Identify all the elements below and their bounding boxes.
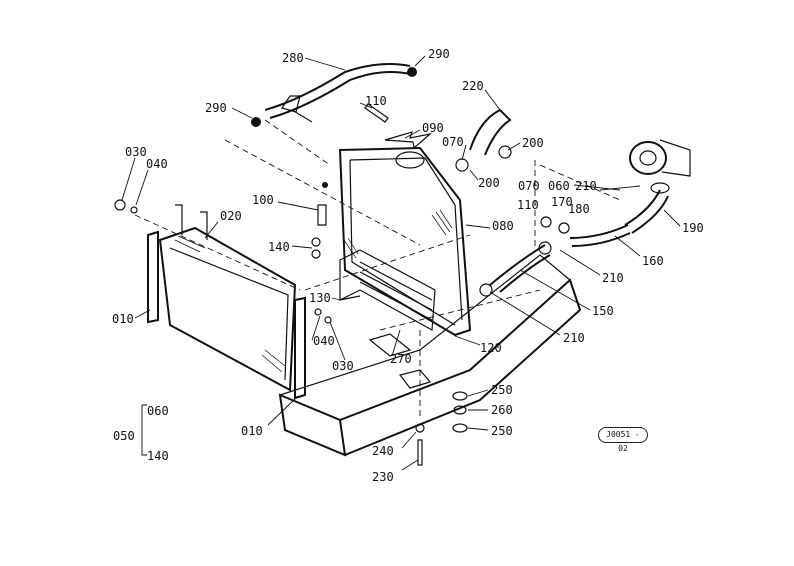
label-140: 140: [268, 240, 290, 254]
label-270: 270: [390, 352, 412, 366]
grommet-140: [311, 249, 321, 259]
label-210-top: 210: [575, 179, 597, 193]
side-plate-010-left: [147, 230, 159, 324]
label-110-top: 110: [365, 94, 387, 108]
label-150: 150: [592, 304, 614, 318]
clamp-070: [455, 158, 469, 172]
label-200-lower: 200: [478, 176, 500, 190]
hose-160: [569, 224, 629, 239]
label-030-left: 030: [125, 145, 147, 159]
label-190: 190: [682, 221, 704, 235]
label-070-mid: 070: [518, 179, 540, 193]
label-040-mid: 040: [313, 334, 335, 348]
arrow-090: [384, 131, 433, 150]
label-180: 180: [568, 202, 590, 216]
clamp-290-right: [407, 67, 417, 77]
clamp-200: [498, 145, 512, 159]
washer-040: [130, 206, 138, 214]
clamp-210-mid: [538, 241, 552, 255]
label-010-lower: 010: [241, 424, 263, 438]
bracket-100: [317, 204, 327, 226]
water-pump-housing: [629, 139, 691, 177]
label-210-lower: 210: [563, 331, 585, 345]
label-220: 220: [462, 79, 484, 93]
label-250-lower: 250: [491, 424, 513, 438]
label-130: 130: [309, 291, 331, 305]
clamp-170: [540, 216, 552, 228]
leader-lines: [121, 55, 681, 471]
bracket-270: [368, 333, 412, 357]
hose-220: [469, 108, 512, 156]
label-030-mid: 030: [332, 359, 354, 373]
collar-260: [453, 405, 467, 415]
label-110-mid: 110: [517, 198, 539, 212]
clamp-210-lower: [479, 283, 493, 297]
label-210-mid: 210: [602, 271, 624, 285]
washer-240: [415, 423, 425, 433]
label-230: 230: [372, 470, 394, 484]
label-200-right: 200: [522, 136, 544, 150]
hose-150: [489, 244, 546, 286]
label-290-right: 290: [428, 47, 450, 61]
side-plate-010-right: [294, 296, 306, 400]
bolt-030: [114, 199, 126, 211]
cushion-250-lower: [452, 423, 468, 433]
label-120: 120: [480, 341, 502, 355]
catalog-code-badge: J0051 - 02: [598, 427, 648, 453]
label-040-left: 040: [146, 157, 168, 171]
label-170: 170: [551, 195, 573, 209]
label-290-left: 290: [205, 101, 227, 115]
clamp-180: [558, 222, 570, 234]
label-240: 240: [372, 444, 394, 458]
label-160: 160: [642, 254, 664, 268]
bolt-130: [339, 295, 361, 301]
label-100: 100: [252, 193, 274, 207]
label-090: 090: [422, 121, 444, 135]
label-050: 050: [113, 429, 135, 443]
clamp-210-top: [650, 182, 670, 194]
label-070-top: 070: [442, 135, 464, 149]
oil-cooler: [339, 249, 436, 331]
fan-shroud-020: [158, 226, 297, 392]
label-060-mid: 060: [548, 179, 570, 193]
label-260: 260: [491, 403, 513, 417]
base-frame: [278, 254, 582, 457]
bracket-110: [364, 103, 389, 123]
clamp-290-left: [251, 117, 261, 127]
cushion-250-upper: [452, 391, 468, 401]
label-060-bracket: 060: [147, 404, 169, 418]
label-280: 280: [282, 51, 304, 65]
label-250-upper: 250: [491, 383, 513, 397]
upper-pipe-280: [264, 63, 411, 123]
bolt-230: [417, 439, 423, 466]
hose-190: [624, 189, 661, 226]
label-020: 020: [220, 209, 242, 223]
label-010-left: 010: [112, 312, 134, 326]
label-080: 080: [492, 219, 514, 233]
label-140-bracket: 140: [147, 449, 169, 463]
